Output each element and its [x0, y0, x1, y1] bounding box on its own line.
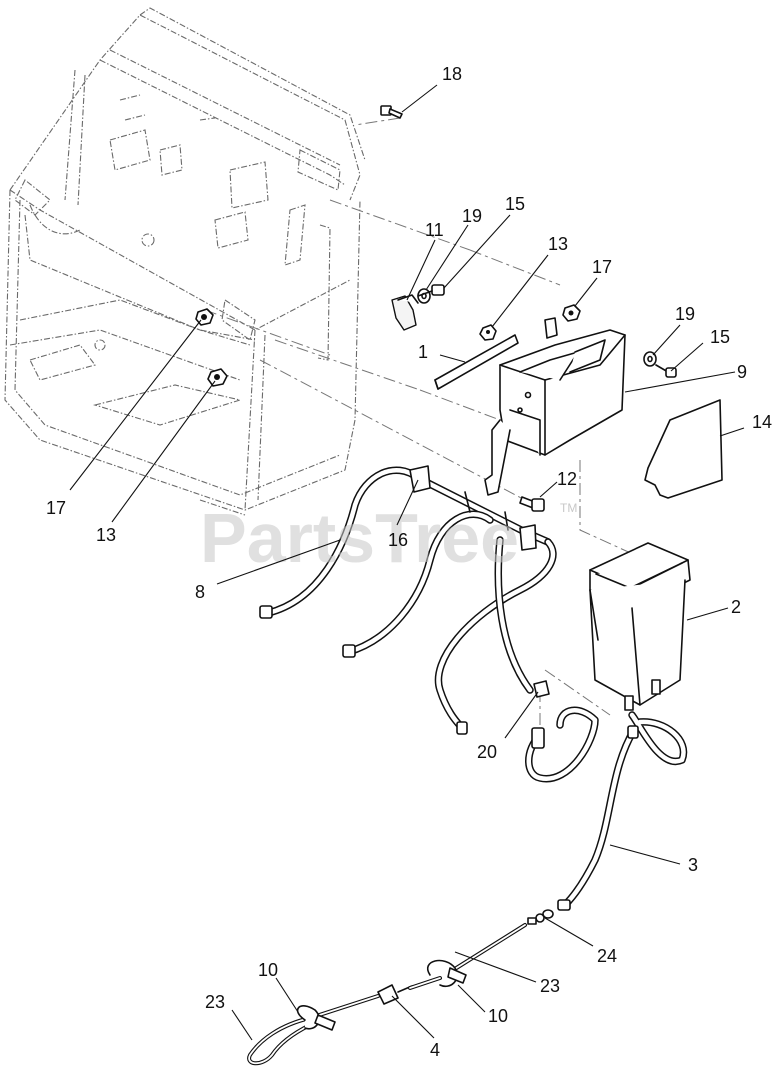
- callout-24: 24: [597, 946, 617, 966]
- bolt-12: [519, 496, 545, 512]
- nut-13-lower: [207, 368, 228, 387]
- callout-19-right: 19: [675, 304, 695, 324]
- callout-15-left: 15: [505, 194, 525, 214]
- pad-14: [644, 399, 723, 499]
- callout-18: 18: [442, 64, 462, 84]
- screw-15-left: [417, 284, 445, 297]
- callout-23-left: 23: [205, 992, 225, 1012]
- leader-lines: [69, 84, 745, 1041]
- clamp-11: [391, 294, 419, 331]
- canister-2: [589, 542, 691, 711]
- bolt-18: [380, 105, 403, 119]
- cable-23-left: [247, 994, 380, 1066]
- callout-13-upper: 13: [548, 234, 568, 254]
- washer-19-right: [643, 351, 657, 367]
- callout-13-lower: 13: [96, 525, 116, 545]
- frame-phantom: [4, 7, 366, 516]
- watermark-tm: TM: [560, 501, 577, 515]
- bracket-9: [484, 317, 626, 496]
- callout-9: 9: [737, 362, 747, 382]
- callout-15-right: 15: [710, 327, 730, 347]
- callout-numbers: 18 11 19 15 13 17 1 19 15 9 14 12 17 13 …: [46, 64, 772, 1060]
- fitting-4: [377, 976, 442, 1005]
- callout-3: 3: [688, 855, 698, 875]
- nut-13-upper: [479, 324, 497, 341]
- nut-17-upper: [562, 304, 581, 322]
- callout-2: 2: [731, 597, 741, 617]
- alignment-guides: [204, 117, 636, 730]
- callout-19-left: 19: [462, 206, 482, 226]
- callout-10-right: 10: [488, 1006, 508, 1026]
- callout-23-right: 23: [540, 976, 560, 996]
- callout-16: 16: [388, 530, 408, 550]
- cable-23-right: [448, 923, 527, 974]
- callout-20: 20: [477, 742, 497, 762]
- callout-11: 11: [425, 220, 444, 240]
- hose-assembly-8: [259, 465, 599, 783]
- callout-17-upper: 17: [592, 257, 612, 277]
- vent-hose-3: [557, 711, 688, 911]
- callout-8: 8: [195, 582, 205, 602]
- callout-4: 4: [430, 1040, 440, 1060]
- strip-1: [434, 334, 519, 390]
- callout-1: 1: [418, 342, 428, 362]
- callout-12: 12: [557, 469, 577, 489]
- callout-17-lower: 17: [46, 498, 66, 518]
- connector-24: [527, 909, 554, 925]
- callout-14: 14: [752, 412, 772, 432]
- callout-10-left: 10: [258, 960, 278, 980]
- screw-15-right: [655, 364, 677, 378]
- watermark-text: PartsTree: [200, 499, 519, 577]
